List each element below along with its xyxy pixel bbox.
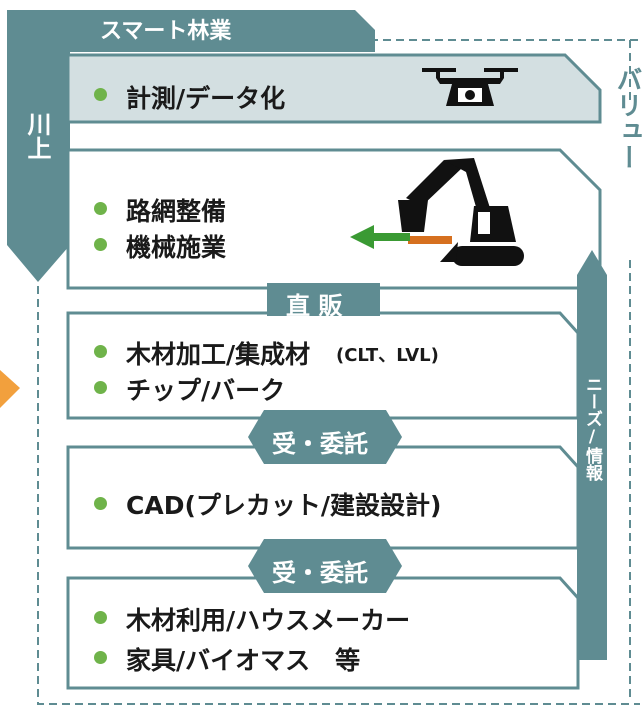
bullet-dot (94, 345, 107, 358)
arrow-left-icon (350, 225, 410, 249)
log-icon (408, 236, 452, 244)
box-4-item-1: CAD(プレカット/建設設計) (126, 491, 442, 520)
connector-3-label: 受・委託 (272, 559, 368, 587)
header-title: スマート林業 (100, 19, 232, 44)
connector-3-shape (248, 539, 402, 593)
up-arrow-shape (577, 250, 607, 660)
box-3-item-1-suffix: (CLT、LVL) (336, 345, 439, 366)
header-tab-shape (7, 10, 375, 282)
connector-2-label: 受・委託 (272, 430, 368, 458)
bullet-dot (94, 88, 107, 101)
connector-1-label: 直 販 (286, 292, 343, 320)
box-3-item-1: 木材加工/集成材 (126, 340, 311, 369)
bullet-dot (94, 651, 107, 664)
connector-2-shape (248, 410, 402, 464)
right-arrow-label: ニーズ/情報 (582, 376, 602, 481)
box-3-item-2: チップ/バーク (126, 376, 286, 405)
bullet-dot (94, 497, 107, 510)
bullet-dot (94, 238, 107, 251)
right-cut-text: バリュー (612, 66, 642, 170)
bullet-dot (94, 611, 107, 624)
bullet-dot (94, 381, 107, 394)
connector-1-shape (267, 283, 380, 316)
drone-icon (422, 68, 518, 106)
left-tab-label: 川上 (23, 112, 51, 160)
box-5-item-1: 木材利用/ハウスメーカー (126, 606, 411, 635)
excavator-icon (398, 158, 524, 266)
box-2-item-2: 機械施業 (126, 233, 227, 262)
orange-arrow-icon (0, 370, 20, 408)
dashed-frame (37, 39, 640, 705)
bullet-dot (94, 202, 107, 215)
box-2-item-1: 路網整備 (126, 197, 227, 226)
box-1-item-1: 計測/データ化 (126, 84, 286, 113)
box-5-item-2: 家具/バイオマス 等 (126, 646, 361, 675)
